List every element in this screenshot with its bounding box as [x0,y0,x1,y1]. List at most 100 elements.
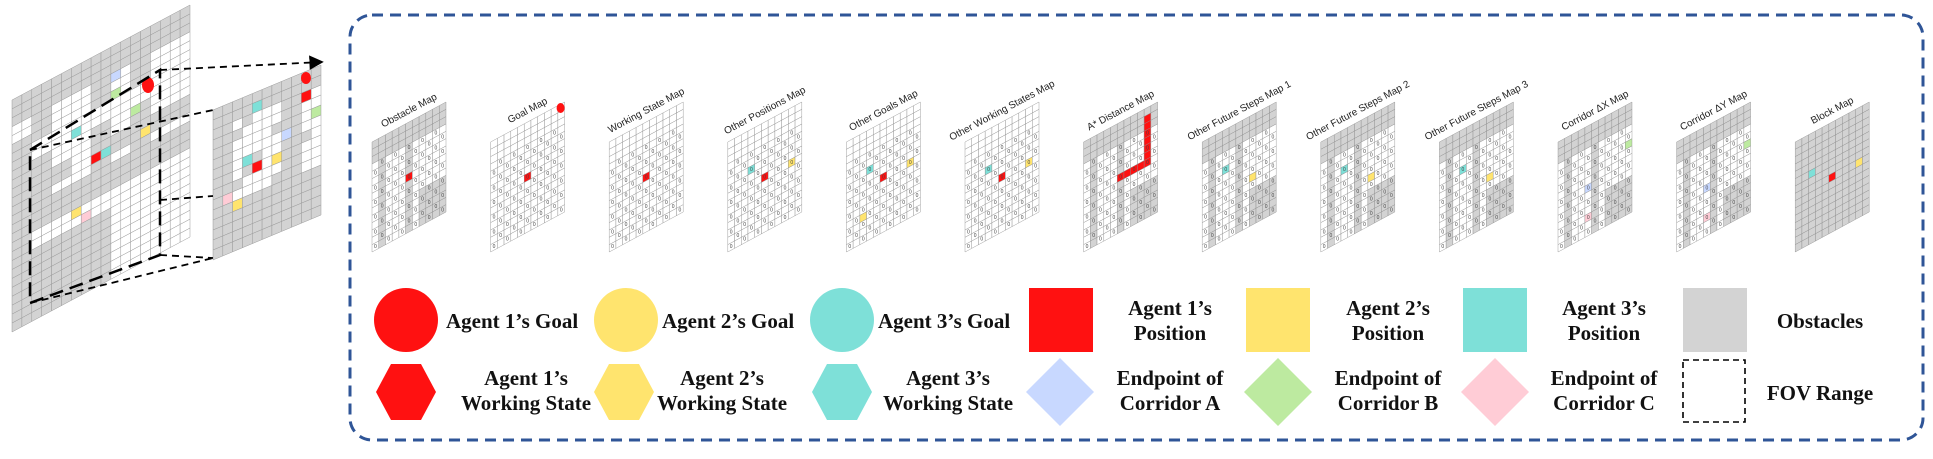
map-cell-value: 0 [909,204,912,210]
agent3-goal-label: Agent 3’s Goal [878,309,1010,333]
map-cell-value: 0 [1600,207,1603,213]
map-cell-value: 0 [1712,174,1715,180]
map-cell-value: 0 [1739,160,1742,166]
map-cell-value: 0 [513,167,516,173]
map-cell-value: 0 [1014,153,1017,159]
map-cell-value: 0 [1126,193,1129,199]
map-cell-value: 0 [1224,167,1227,173]
map-cell-value: 0 [1218,207,1221,213]
map-cell-value: 0 [1092,204,1095,210]
map-cell-value: 0 [1014,182,1017,188]
map-cell-value: 0 [1679,244,1682,250]
map-cell-value: 0 [1692,237,1695,243]
map-cell-value: 0 [493,244,496,250]
map-cell-value: 0 [1086,244,1089,250]
map-cell-value: 0 [1468,229,1471,235]
map-cell-value: 0 [672,145,675,151]
map-cell-value: 0 [1099,237,1102,243]
map-cell-value: 0 [743,163,746,169]
map-cell-value: 0 [790,145,793,151]
map-cell-value: 0 [631,152,634,158]
obstacles-label: Obstacles [1777,309,1863,333]
agent2-position-swatch [1246,288,1310,352]
map-cell-value: 0 [499,233,502,239]
map-cell-value: 0 [1218,237,1221,243]
map-cell-value: 0 [1560,200,1563,206]
map-cell-value: 0 [777,138,780,144]
map-cell-value: 0 [1034,134,1037,140]
map-cell-value: 0 [625,237,628,243]
map-cell-value: 0 [737,174,740,180]
map-cell-value: 0 [1712,218,1715,224]
map-cell-value: 0 [658,138,661,144]
map-cell-value: 0 [1482,163,1485,169]
map-cell-value: 0 [540,197,543,203]
map-cell-value: 0 [902,142,905,148]
map-cell-value: 0 [770,149,773,155]
agent1-position-label-1: Agent 1’s [1128,296,1212,320]
map-cell-value: 0 [1323,215,1326,221]
map-cell-value: 0 [1580,182,1583,188]
map-cell-value: 0 [428,200,431,206]
map-cell-value: 0 [387,207,390,213]
map-cell-value: 0 [730,185,733,191]
map-cell-value: 0 [1685,218,1688,224]
map-cell-value: 0 [916,164,919,170]
map-cell-value: 0 [1580,196,1583,202]
map-cell-value: 0 [401,229,404,235]
map-cell-value: 0 [1739,145,1742,151]
map-cell-value: 0 [1573,222,1576,228]
map-cell-value: 0 [889,149,892,155]
corridor-a-label-2: Corridor A [1120,391,1221,415]
map-cell-value: 0 [757,215,760,221]
map-cell-value: 0 [560,164,563,170]
map-cell-value: 0 [1468,171,1471,177]
map-cell-value: 0 [790,160,793,166]
map-cell-value: 0 [1258,200,1261,206]
map-cell-value: 0 [1028,160,1031,166]
map-cell-value: 0 [967,185,970,191]
map-cell-value: 0 [1350,156,1353,162]
map-cell-value: 0 [1692,193,1695,199]
map-cell-value: 0 [1021,200,1024,206]
map-cell-value: 0 [1685,160,1688,166]
map-cell-value: 0 [1119,218,1122,224]
map-cell-value: 0 [1021,156,1024,162]
map-cell-value: 0 [1112,215,1115,221]
map-cell-value: 0 [1455,163,1458,169]
map-cell-value: 0 [1509,193,1512,199]
map-cell-value: 0 [678,193,681,199]
map-cell-value: 0 [743,193,746,199]
map-cell-value: 0 [408,174,411,180]
map-cell-value: 0 [1370,138,1373,144]
map-cell-value: 0 [1265,189,1268,195]
map-cell-value: 0 [1726,167,1729,173]
map-cell-value: 0 [1383,145,1386,151]
map-cell-value: 0 [1390,149,1393,155]
map-cell-value: 0 [519,215,522,221]
map-cell-value: 0 [394,152,397,158]
map-working: 0000000000000000000000000000000000000000… [606,86,687,253]
corridor-a-swatch [1026,358,1094,426]
map-cell-value: 0 [882,218,885,224]
map-cell-value: 0 [750,226,753,232]
map-cell-value: 0 [394,211,397,217]
map-cell-value: 0 [546,156,549,162]
map-cell-value: 0 [1370,211,1373,217]
map-cell-value: 0 [1580,167,1583,173]
map-cell-value: 0 [441,134,444,140]
map-cell-value: 0 [1370,153,1373,159]
map-cell-value: 0 [1390,193,1393,199]
map-cell-value: 0 [1488,182,1491,188]
map-cell-value: 0 [1251,138,1254,144]
map-cell-value: 0 [1153,149,1156,155]
map-cell-value: 0 [770,193,773,199]
map-cell-value: 0 [1106,226,1109,232]
map-obstacle: 0000000000000000000000000000000000000000… [371,91,447,253]
map-cell-value: 0 [1086,200,1089,206]
map-cell-value: 0 [730,171,733,177]
map-cell-value: 0 [1139,215,1142,221]
map-cell-value: 0 [1692,178,1695,184]
map-cell-value: 0 [1245,178,1248,184]
map-cell-value: 0 [401,156,404,162]
